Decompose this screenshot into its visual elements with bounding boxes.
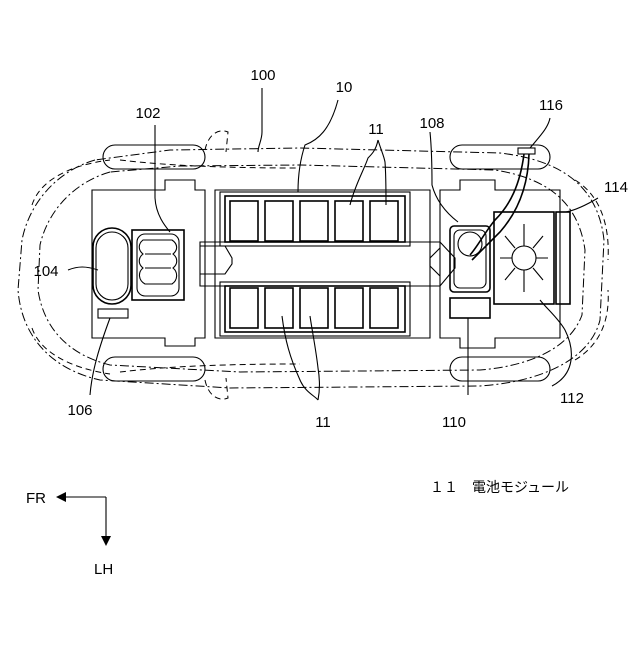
battery-modules-upper	[230, 201, 398, 241]
label-114: 114	[604, 179, 628, 196]
battery-module	[300, 288, 328, 328]
component-116	[470, 148, 535, 260]
label-108: 108	[419, 115, 444, 132]
label-116: 116	[539, 97, 563, 114]
component-110	[450, 298, 490, 318]
component-102	[132, 230, 184, 300]
rear-compartment	[440, 180, 560, 348]
battery-module	[265, 201, 293, 241]
label-102: 102	[135, 105, 160, 122]
wheel-rear-left	[450, 357, 550, 381]
label-11-top: 11	[368, 121, 384, 138]
legend-battery-module: １１ 電池モジュール	[430, 480, 569, 496]
battery-module	[300, 201, 328, 241]
orientation-indicator: FR LH	[26, 490, 113, 578]
label-104: 104	[33, 263, 58, 280]
battery-module	[335, 288, 363, 328]
battery-module	[370, 288, 398, 328]
leader-lines	[68, 88, 598, 400]
orientation-lh-label: LH	[94, 561, 113, 578]
label-11-bottom: 11	[315, 414, 331, 431]
battery-module	[230, 288, 258, 328]
battery-module	[335, 201, 363, 241]
arrow-forward-head	[56, 492, 66, 502]
arrow-left-head	[101, 536, 111, 546]
battery-module	[230, 201, 258, 241]
component-106	[98, 309, 128, 318]
label-100: 100	[250, 67, 275, 84]
label-10: 10	[336, 79, 353, 96]
label-106: 106	[67, 402, 92, 419]
battery-module	[265, 288, 293, 328]
battery-modules-lower	[230, 288, 398, 328]
component-104	[93, 228, 131, 304]
vehicle-body-outline	[18, 131, 608, 399]
reference-labels: 100 10 102 11 108 116 114 104 106 11 110…	[33, 67, 627, 431]
battery-module	[370, 201, 398, 241]
label-112: 112	[560, 390, 584, 407]
component-112	[494, 212, 554, 304]
orientation-fr-label: FR	[26, 490, 46, 507]
component-114	[556, 212, 570, 304]
label-110: 110	[442, 414, 466, 431]
